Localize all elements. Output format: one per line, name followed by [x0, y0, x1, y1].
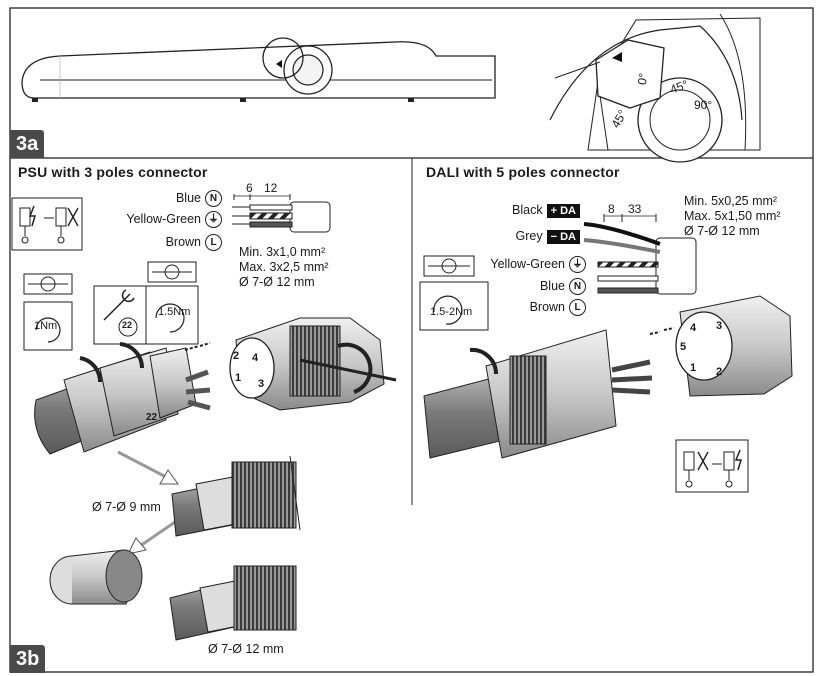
dali-wire-grey-label: Grey	[515, 229, 543, 243]
dial-mark-0: 0°	[634, 72, 651, 86]
psu-gland-small-cable	[171, 455, 301, 537]
dali-pin-2: 2	[716, 366, 723, 378]
neutral-symbol-icon: N	[205, 190, 222, 207]
power-on-warning-icon-dali	[675, 439, 749, 493]
dali-pin-1: 1	[690, 362, 697, 374]
dali-connector-head	[675, 295, 793, 397]
psu-spec-min: Min. 3x1,0 mm²	[239, 245, 326, 259]
psu-torque-1: 1Nm	[34, 320, 58, 332]
power-off-warning-icon-psu	[11, 197, 83, 251]
figure-tag-3a: 3a	[10, 130, 45, 158]
psu-pin-4: 4	[252, 352, 259, 364]
dali-torque: 1.5-2Nm	[430, 306, 473, 318]
dali-wire-grey: Grey− DA	[516, 229, 580, 244]
live-symbol-icon: L	[205, 234, 222, 251]
dali-plus-badge: + DA	[546, 203, 580, 218]
psu-pin-3: 3	[258, 378, 265, 390]
dali-pin-5: 5	[680, 341, 687, 353]
psu-wire-blue: Blue N	[176, 190, 222, 207]
psu-section-title: PSU with 3 poles connector	[18, 164, 208, 180]
psu-wire-yellow-green-label: Yellow-Green	[126, 211, 201, 226]
torque-screwdriver-icon-2	[93, 261, 199, 345]
dali-wire-yellow-green: Yellow-Green ⏚	[490, 256, 586, 273]
psu-wire-strip-diagram	[232, 194, 331, 233]
live-symbol-icon: L	[569, 299, 586, 316]
luminaire-side-view	[21, 37, 496, 102]
dali-spec-diameter: Ø 7-Ø 12 mm	[684, 224, 760, 238]
dali-wire-yellow-green-label: Yellow-Green	[490, 256, 565, 271]
psu-wire-brown: Brown L	[166, 234, 222, 251]
psu-spec-max: Max. 3x2,5 mm²	[239, 260, 329, 274]
dali-wire-brown: Brown L	[530, 299, 586, 316]
psu-strip-long: 12	[264, 181, 278, 195]
ground-symbol-icon: ⏚	[205, 211, 222, 228]
ground-symbol-icon: ⏚	[569, 256, 586, 273]
dali-section-title: DALI with 5 poles connector	[426, 164, 620, 180]
outer-frame	[9, 7, 814, 673]
tilt-dial-closeup	[549, 13, 761, 163]
dali-minus-badge: − DA	[546, 229, 580, 244]
psu-seal-insert	[49, 549, 143, 605]
dali-wire-brown-label: Brown	[529, 299, 565, 314]
neutral-symbol-icon: N	[569, 278, 586, 295]
psu-diameter-small: Ø 7-Ø 9 mm	[92, 500, 161, 514]
dali-spec-min: Min. 5x0,25 mm²	[684, 194, 778, 208]
gland-size: 22	[146, 412, 158, 423]
psu-wire-brown-label: Brown	[165, 234, 201, 249]
psu-assembly-arrows	[117, 450, 179, 555]
figure-tag-3b: 3b	[10, 645, 46, 673]
torque-screwdriver-icon-dali	[419, 255, 489, 331]
psu-gland-large-cable	[169, 565, 297, 641]
dali-wire-blue: Blue N	[540, 278, 586, 295]
dali-strip-long: 33	[628, 202, 642, 216]
psu-strip-short: 6	[246, 181, 253, 195]
dali-pin-3: 3	[716, 320, 723, 332]
psu-wire-blue-label: Blue	[175, 190, 201, 205]
psu-spec-diameter: Ø 7-Ø 12 mm	[239, 275, 315, 289]
dali-wire-strip-diagram	[583, 214, 697, 295]
psu-cable-assembly	[34, 342, 211, 455]
psu-pin-2: 2	[233, 350, 240, 362]
torque-screwdriver-icon-1	[23, 273, 73, 351]
wrench-size: 22	[122, 320, 133, 330]
dial-mark-90: 90°	[694, 98, 713, 112]
psu-pin-1: 1	[235, 372, 242, 384]
psu-wire-yellow-green: Yellow-Green ⏚	[126, 211, 222, 228]
dali-pin-4: 4	[690, 322, 697, 334]
dali-spec-max: Max. 5x1,50 mm²	[684, 209, 781, 223]
dali-wire-blue-label: Blue	[539, 278, 565, 293]
psu-connector-head	[184, 317, 397, 411]
psu-torque-2: 1.5Nm	[158, 306, 191, 318]
psu-diameter-large: Ø 7-Ø 12 mm	[208, 642, 284, 656]
dali-cable-assembly	[423, 327, 675, 459]
dali-wire-black: Black+ DA	[512, 203, 580, 218]
dali-strip-short: 8	[608, 202, 615, 216]
dali-wire-black-label: Black	[512, 203, 543, 217]
